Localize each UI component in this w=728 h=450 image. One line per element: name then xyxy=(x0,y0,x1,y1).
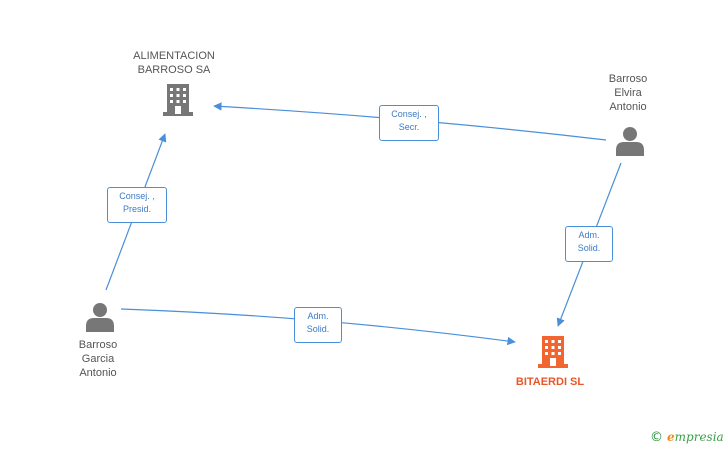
edge-label-adm-solid: Adm. Solid. xyxy=(294,307,342,343)
brand-name: mpresia xyxy=(674,430,724,444)
node-label-barroso-elvira-antonio[interactable]: Barroso Elvira Antonio xyxy=(608,73,648,113)
building-icon[interactable] xyxy=(163,84,193,116)
empresia-logo: © empresia xyxy=(650,430,724,445)
building-icon[interactable] xyxy=(538,336,568,368)
node-label-bitaerdi[interactable]: BITAERDI SL xyxy=(515,376,585,388)
edge-label-consej-secr: Consej. , Secr. xyxy=(379,105,439,141)
node-label-barroso-garcia-antonio[interactable]: Barroso Garcia Antonio xyxy=(78,339,118,379)
brand-initial: e xyxy=(667,430,675,444)
edge-label-consej-presid: Consej. , Presid. xyxy=(107,187,167,223)
node-label-alimentacion-barroso[interactable]: ALIMENTACION BARROSO SA xyxy=(133,50,215,76)
person-icon[interactable] xyxy=(86,303,114,332)
copyright-icon: © xyxy=(650,430,663,445)
edge-label-adm-solid: Adm. Solid. xyxy=(565,226,613,262)
person-icon[interactable] xyxy=(616,127,644,156)
